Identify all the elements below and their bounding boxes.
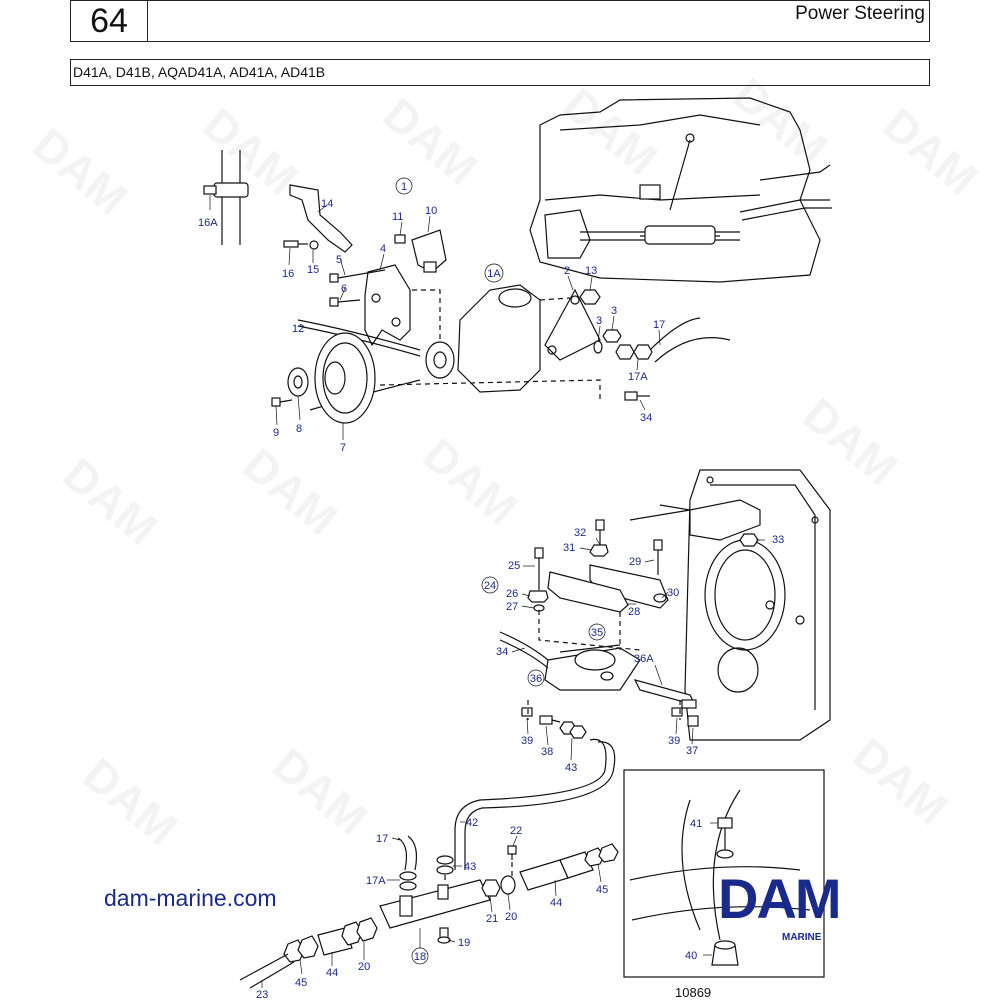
callout-label: 27 (506, 601, 518, 613)
leader-lines (209, 195, 765, 988)
cylinder-assembly (454, 469, 831, 870)
callout-label: 26 (506, 588, 518, 600)
watermark: DAM (54, 448, 168, 555)
callout-label: 16 (282, 268, 294, 280)
watermark: DAM (554, 78, 668, 185)
callout-label: 17 (653, 319, 665, 331)
callout-label: 8 (296, 423, 302, 435)
models-box: D41A, D41B, AQAD41A, AD41A, AD41B (70, 59, 930, 86)
watermark: DAM (844, 728, 958, 835)
callout-label: 3 (596, 315, 602, 327)
callout-label: 18 (414, 951, 426, 963)
page-number: 64 (71, 1, 148, 41)
watermark: DAM (874, 98, 988, 205)
watermark: DAM (74, 748, 188, 855)
hose-junction-assembly (239, 835, 619, 989)
callout-label: 25 (508, 560, 520, 572)
callout-label: 30 (667, 587, 679, 599)
watermark: DAM (794, 388, 908, 495)
callout-label: 12 (292, 323, 304, 335)
dam-logo-subtitle: MARINE (782, 932, 822, 943)
callout-label: 42 (466, 817, 478, 829)
header-box: 64 Power Steering (70, 0, 930, 42)
callout-label: 37 (686, 745, 698, 757)
callout-label: 41 (690, 818, 702, 830)
callout-label: 45 (596, 884, 608, 896)
callout-label: 36A (634, 653, 654, 665)
models-list: D41A, D41B, AQAD41A, AD41A, AD41B (73, 64, 326, 80)
callouts-bottom: 42 22 41 17 43 17A 45 44 21 20 19 18 45 … (256, 817, 702, 1000)
callout-label: 6 (341, 283, 347, 295)
callout-label: 39 (668, 735, 680, 747)
callout-label: 20 (358, 961, 370, 973)
callout-label: 33 (772, 534, 784, 546)
callout-label: 20 (505, 911, 517, 923)
callout-label: 31 (563, 542, 575, 554)
callouts-top: 1 16A 14 11 10 16 15 4 5 6 1A 2 13 12 3 … (198, 177, 665, 454)
watermark: DAM (374, 88, 488, 195)
callout-label: 4 (380, 243, 386, 255)
callout-label: 13 (585, 265, 597, 277)
callout-label: 34 (640, 412, 652, 424)
pump-assembly (203, 150, 731, 424)
callout-label: 36 (530, 673, 542, 685)
callout-label: 22 (510, 825, 522, 837)
callout-label: 28 (628, 606, 640, 618)
callout-label: 43 (464, 861, 476, 873)
callout-label: 19 (458, 937, 470, 949)
callout-label: 29 (629, 556, 641, 568)
callout-label: 14 (321, 198, 333, 210)
watermark: DAM (234, 438, 348, 545)
callout-label: 3 (611, 305, 617, 317)
callout-label: 15 (307, 264, 319, 276)
callout-label: 39 (521, 735, 533, 747)
callout-label: 9 (273, 427, 279, 439)
callout-label: 32 (574, 527, 586, 539)
watermark: DAM (24, 118, 138, 225)
callout-label: 34 (496, 646, 508, 658)
callout-label: 10 (425, 205, 437, 217)
callouts-mid: 32 31 33 25 29 24 26 30 27 28 35 34 36A … (481, 527, 784, 774)
callout-label: 2 (564, 265, 570, 277)
callout-label: 1 (401, 181, 407, 193)
callout-label: 7 (340, 442, 346, 454)
callout-label: 17A (628, 371, 648, 383)
watermark: DAM (264, 738, 378, 845)
callout-label: 21 (486, 913, 498, 925)
callout-label: 44 (326, 967, 338, 979)
watermark-layer: DAM DAM DAM DAM DAM DAM DAM DAM DAM DAM … (24, 68, 988, 855)
callout-label: 38 (541, 746, 553, 758)
website-link[interactable]: dam-marine.com (104, 885, 277, 911)
callout-label: 5 (336, 254, 342, 266)
callout-label: 17A (366, 875, 386, 887)
callout-label: 11 (392, 211, 403, 223)
callout-label: 44 (550, 897, 562, 909)
page-title: Power Steering (795, 3, 925, 24)
watermark: DAM (414, 428, 528, 535)
callout-label: 16A (198, 217, 218, 229)
callout-label: 43 (565, 762, 577, 774)
callout-label: 35 (591, 627, 603, 639)
callout-label: 40 (685, 950, 697, 962)
callout-label: 45 (295, 977, 307, 989)
dam-logo: DAM (718, 867, 840, 930)
inset-detail: DAM MARINE (623, 769, 842, 978)
callout-label: 1A (487, 268, 501, 280)
callout-label: 17 (376, 833, 388, 845)
callout-label: 23 (256, 989, 268, 1000)
reference-number: 10869 (675, 985, 712, 1000)
engine-outline (529, 97, 832, 283)
callout-label: 24 (484, 580, 496, 592)
